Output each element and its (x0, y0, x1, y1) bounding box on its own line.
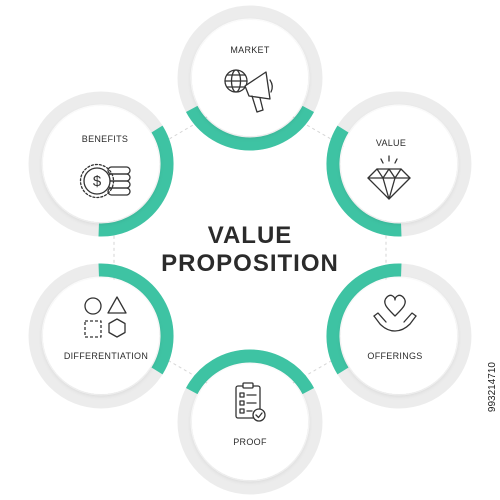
node-label-proof: PROOF (233, 437, 267, 447)
title-line-1: VALUE (207, 222, 293, 249)
accent-arc-proof (185, 349, 315, 395)
node-circle-proof (192, 364, 308, 480)
title-line-2: PROPOSITION (161, 250, 339, 277)
node-circle-value (340, 106, 457, 222)
node-label-benefits: BENEFITS (81, 134, 129, 144)
node-label-market: MARKET (230, 45, 270, 55)
arc-layer (28, 5, 472, 495)
accent-arc-market (185, 105, 315, 151)
diamond-icon (367, 155, 411, 200)
shapes-icon (84, 296, 127, 338)
checklist-clipboard-icon (235, 382, 266, 422)
node-label-offerings: OFFERINGS (367, 351, 423, 361)
accent-arc-value (326, 125, 402, 237)
accent-arc-benefits (98, 125, 174, 237)
center-title: VALUE PROPOSITION (130, 222, 370, 278)
node-label-differentiation: DIFFERENTIATION (63, 351, 149, 361)
accent-arc-differentiation (98, 263, 174, 375)
heart-hands-icon (373, 294, 417, 332)
stock-id: 993214710 (487, 362, 498, 413)
dollar-coins-icon: $ (79, 163, 131, 199)
node-circle-market (192, 20, 308, 136)
node-circle-benefits (43, 106, 160, 222)
svg-text:$: $ (93, 173, 102, 190)
node-label-value: VALUE (375, 138, 407, 148)
node-circle-offerings (340, 278, 457, 394)
globe-megaphone-icon (224, 69, 273, 113)
accent-arc-offerings (326, 263, 402, 375)
